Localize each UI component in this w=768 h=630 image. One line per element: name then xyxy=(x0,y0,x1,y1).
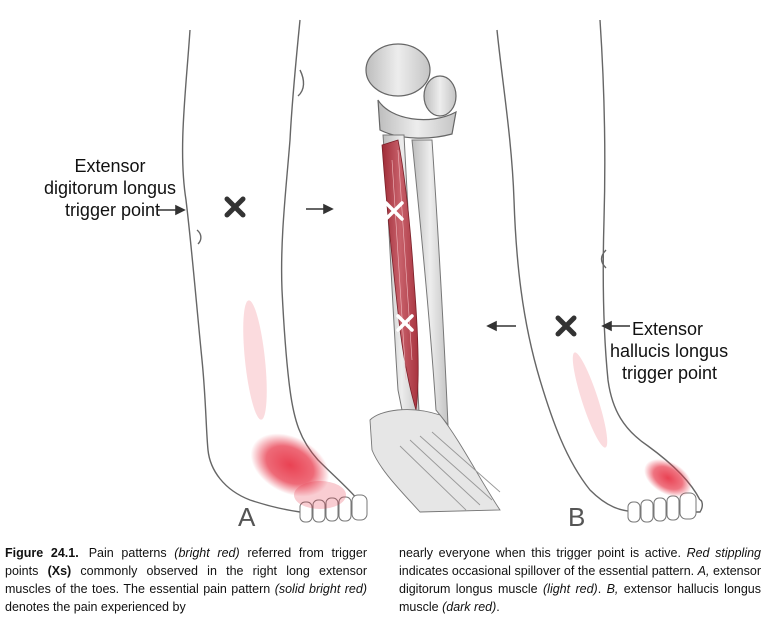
caption-column-1: Figure 24.1. Pain patterns (bright red) r… xyxy=(5,544,367,616)
edl-label-line-3: trigger point xyxy=(64,200,160,220)
caption-run: (light red) xyxy=(543,582,598,596)
figure-caption: Figure 24.1. Pain patterns (bright red) r… xyxy=(5,544,761,616)
arrow-b xyxy=(486,320,516,332)
caption-run: B, xyxy=(606,582,619,596)
ehl-label-line-1: Extensor xyxy=(632,319,704,339)
caption-run: (solid bright red) xyxy=(274,582,367,596)
caption-run: indicates occasional spillover of the es… xyxy=(399,564,698,578)
edl-label-arrow xyxy=(158,204,186,216)
caption-run: commonly observed in the right long exte… xyxy=(5,564,367,596)
leg-b xyxy=(496,19,703,513)
trigger-point-b xyxy=(555,315,577,337)
arrow-a xyxy=(306,203,334,215)
pain-zone-a xyxy=(243,300,346,509)
caption-run: Pain patterns xyxy=(88,546,175,560)
knee-bones xyxy=(365,43,457,139)
ehl-label-line-2: hallucis longus xyxy=(610,341,729,361)
pain-pattern-figure xyxy=(158,19,703,523)
edl-label-line-2: digitorum longus xyxy=(43,178,177,198)
caption-run: Red stippling xyxy=(686,546,762,560)
edl-trigger-point-label: Extensor digitorum longus trigger point xyxy=(30,155,190,221)
caption-run: . xyxy=(597,582,607,596)
caption-run: (dark red) xyxy=(442,600,497,614)
ehl-label-arrow xyxy=(601,320,630,332)
ehl-label-line-3: trigger point xyxy=(622,363,718,383)
foot-bones xyxy=(369,409,501,513)
edl-label-line-1: Extensor xyxy=(74,156,146,176)
caption-run: nearly everyone when this trigger point … xyxy=(399,546,687,560)
trigger-point-edl-marker xyxy=(384,201,404,221)
panel-label-b: B xyxy=(568,502,586,532)
toes-a xyxy=(299,494,368,523)
caption-run: A, xyxy=(697,564,710,578)
caption-run: extensor digitorum longus muscle xyxy=(399,564,761,596)
caption-run: (bright red) xyxy=(174,546,240,560)
toes-b xyxy=(627,492,697,523)
caption-run: (Xs) xyxy=(47,564,72,578)
caption-run: denotes the pain experienced by xyxy=(5,600,186,614)
trigger-point-a xyxy=(224,196,246,218)
pain-zone-b xyxy=(572,352,692,497)
trigger-point-ehl-marker xyxy=(396,314,414,332)
caption-column-2: nearly everyone when this trigger point … xyxy=(399,544,761,616)
ehl-trigger-point-label: Extensor hallucis longus trigger point xyxy=(600,318,750,384)
caption-run: extensor hallucis longus muscle xyxy=(399,582,762,614)
figure-number: Figure 24.1. xyxy=(5,546,79,560)
panel-label-a: A xyxy=(238,502,256,532)
caption-run: referred from trigger points xyxy=(5,546,367,578)
caption-run: . xyxy=(496,600,500,614)
